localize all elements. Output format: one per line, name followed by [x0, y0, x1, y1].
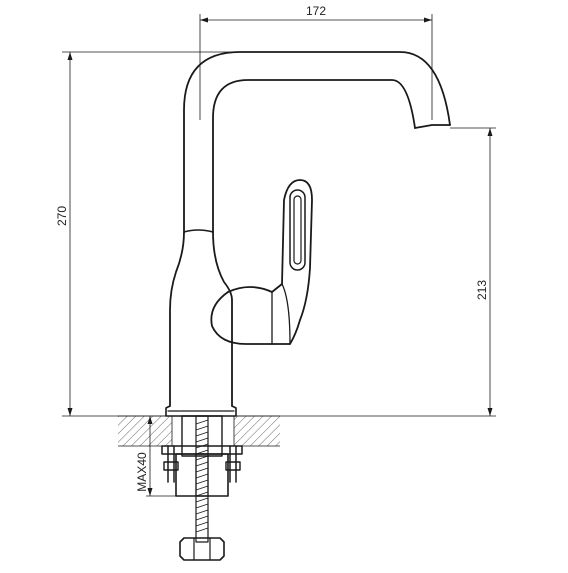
dimension-spout-label: 213 — [475, 280, 489, 300]
countertop — [118, 415, 280, 447]
dimension-width: 172 — [199, 4, 433, 120]
dimension-max-thickness: MAX40 — [135, 416, 176, 497]
dimension-max-label: MAX40 — [135, 452, 149, 492]
dimension-width-label: 172 — [306, 4, 326, 18]
dimension-total-height: 270 — [55, 51, 240, 417]
dimension-spout-height: 213 — [236, 127, 496, 417]
mounting-hardware — [161, 415, 243, 561]
faucet-body — [165, 51, 451, 417]
lever-handle — [210, 179, 313, 345]
dimension-height-label: 270 — [55, 206, 69, 226]
